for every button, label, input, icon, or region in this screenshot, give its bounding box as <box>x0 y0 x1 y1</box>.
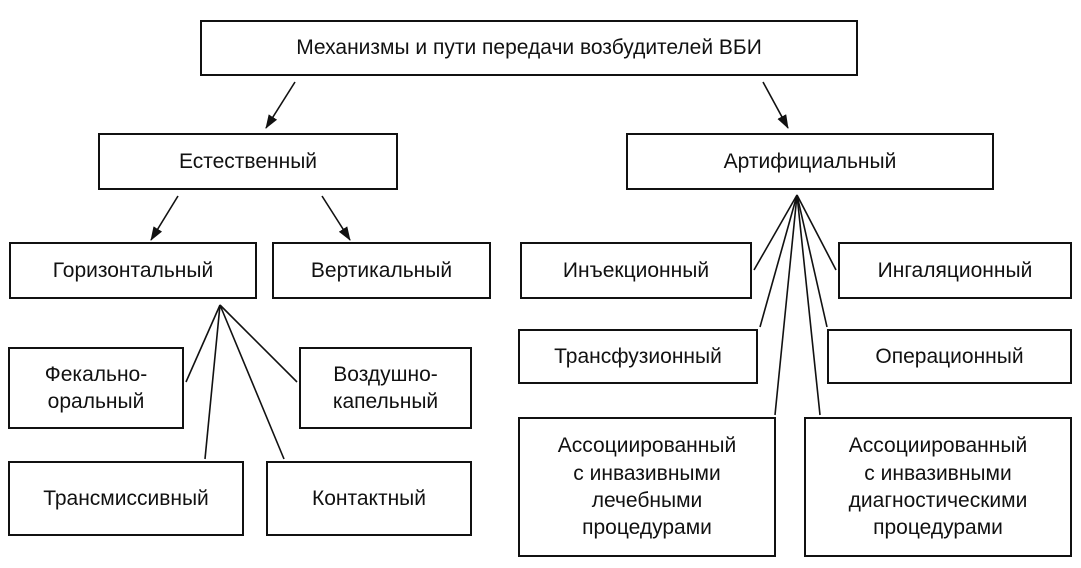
invasive-diagnostic-node: Ассоциированный с инвазивными диагностич… <box>804 417 1072 557</box>
line-artificial-to-invasive-therapeutic <box>774 194 798 416</box>
arrow-root-to-natural <box>265 81 296 129</box>
line-artificial-to-inhalation <box>796 194 837 271</box>
invasive-therapeutic-node-label: Ассоциированный с инвазивными лечебными … <box>557 434 737 540</box>
vertical-node-label: Вертикальный <box>310 258 453 282</box>
operative-node: Операционный <box>827 329 1072 384</box>
invasive-diagnostic-node-label: Ассоциированный с инвазивными диагностич… <box>848 434 1028 540</box>
contact-node: Контактный <box>266 461 472 536</box>
line-horizontal-to-contact <box>219 304 285 460</box>
root-node: Механизмы и пути передачи возбудителей В… <box>200 20 858 76</box>
injection-node: Инъекционный <box>520 242 752 299</box>
line-horizontal-to-fecal-oral <box>185 304 221 383</box>
natural-node-label: Естественный <box>178 149 318 173</box>
artificial-node-label: Артифициальный <box>723 149 897 173</box>
invasive-therapeutic-node: Ассоциированный с инвазивными лечебными … <box>518 417 776 557</box>
transfusion-node: Трансфузионный <box>518 329 758 384</box>
transmissive-node: Трансмиссивный <box>8 461 244 536</box>
horizontal-node-label: Горизонтальный <box>52 258 214 282</box>
injection-node-label: Инъекционный <box>562 258 710 282</box>
inhalation-node: Ингаляционный <box>838 242 1072 299</box>
horizontal-node: Горизонтальный <box>9 242 257 299</box>
inhalation-node-label: Ингаляционный <box>877 258 1033 282</box>
artificial-node: Артифициальный <box>626 133 994 190</box>
transmissive-node-label: Трансмиссивный <box>43 486 209 510</box>
natural-node: Естественный <box>98 133 398 190</box>
root-node-label: Механизмы и пути передачи возбудителей В… <box>296 36 762 60</box>
operative-node-label: Операционный <box>875 344 1024 368</box>
transfusion-node-label: Трансфузионный <box>554 344 722 368</box>
arrow-natural-to-horizontal <box>150 195 179 241</box>
fecal-oral-node-label: Фекально- оральный <box>44 362 148 413</box>
line-artificial-to-operative <box>796 194 828 328</box>
arrow-natural-to-vertical <box>321 195 351 241</box>
line-horizontal-to-airborne <box>219 304 298 383</box>
line-horizontal-to-transmissive <box>204 304 221 460</box>
contact-node-label: Контактный <box>311 486 427 510</box>
airborne-node: Воздушно- капельный <box>299 347 472 429</box>
line-artificial-to-transfusion <box>759 194 798 328</box>
line-artificial-to-injection <box>753 194 798 271</box>
arrow-root-to-artificial <box>762 81 789 129</box>
line-artificial-to-invasive-diagnostic <box>796 194 821 416</box>
fecal-oral-node: Фекально- оральный <box>8 347 184 429</box>
vertical-node: Вертикальный <box>272 242 491 299</box>
airborne-node-label: Воздушно- капельный <box>332 362 439 413</box>
